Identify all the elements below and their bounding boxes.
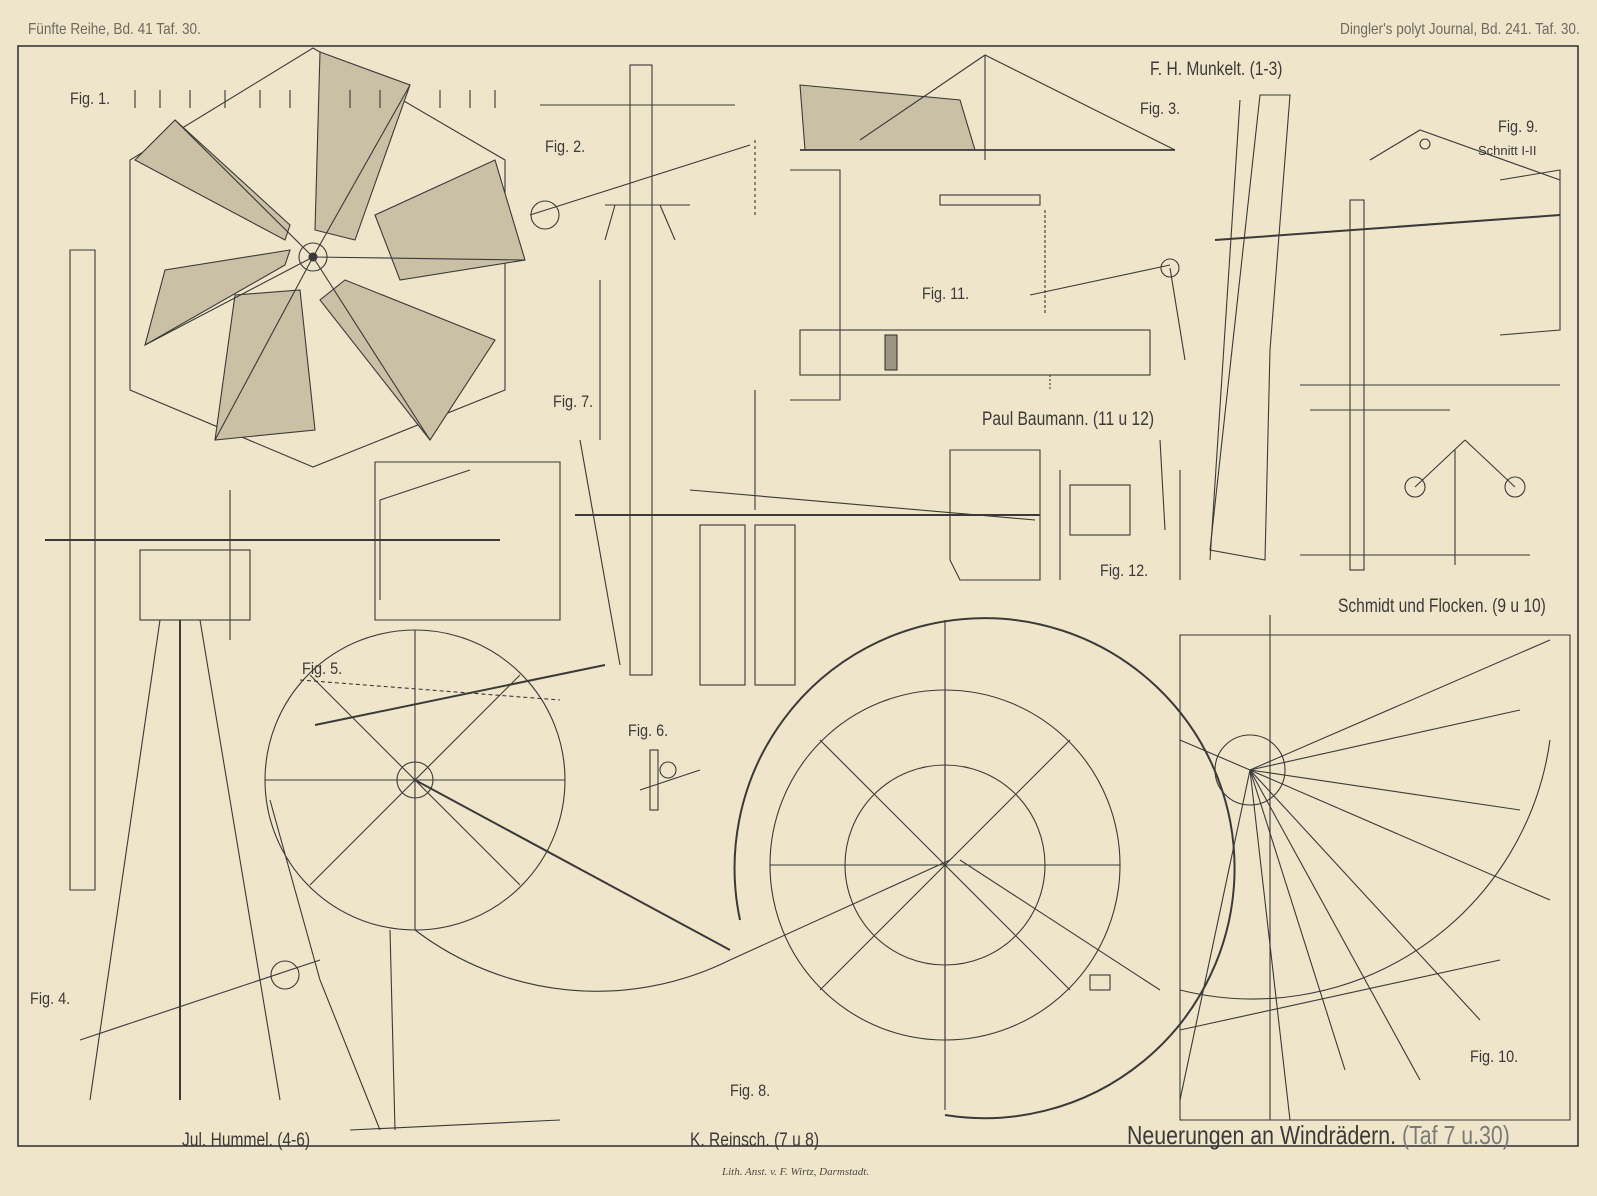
fig12 [1059, 439, 1181, 580]
fig4-side-view [45, 249, 561, 1101]
fig3-munkelt [799, 54, 1176, 315]
plate-title-ref: (Taf 7 u.30) [1401, 1120, 1510, 1150]
fig7-label: Fig. 7. [553, 392, 594, 411]
maker-baumann: Paul Baumann. (11 u 12) [982, 409, 1155, 430]
fig12-label: Fig. 12. [1100, 561, 1149, 580]
maker-munkelt: F. H. Munkelt. (1-3) [1150, 59, 1283, 80]
plate-title-main: Neuerungen an Windrädern. [1127, 1120, 1397, 1150]
maker-hummel: Jul. Hummel. (4-6) [182, 1130, 311, 1151]
fig2-mechanism [529, 64, 756, 676]
fig1-label: Fig. 1. [70, 89, 111, 108]
fig9-section-label: Schnitt I-II [1478, 143, 1537, 158]
fig2-label: Fig. 2. [545, 137, 586, 156]
fig8-reinsch-wheel [729, 617, 1236, 1120]
fig5-label: Fig. 5. [302, 659, 343, 678]
fig6 [639, 749, 701, 811]
fig9-schmidt [1209, 94, 1561, 571]
lithographer-credit: Lith. Anst. v. F. Wirtz, Darmstadt. [722, 1166, 869, 1178]
fig1-hexagon-wheel [129, 47, 526, 468]
fig9-label: Fig. 9. [1498, 117, 1539, 136]
fig5-hummel-wheel [264, 629, 731, 1131]
plate-border [17, 45, 1579, 1147]
fig10-schmidt-wheel [1179, 615, 1571, 1121]
header-left: Fünfte Reihe, Bd. 41 Taf. 30. [28, 21, 201, 38]
fig10-label: Fig. 10. [1470, 1047, 1519, 1066]
fig4-label: Fig. 4. [30, 989, 71, 1008]
plate-title: Neuerungen an Windrädern. (Taf 7 u.30) [1127, 1122, 1510, 1148]
maker-reinsch: K. Reinsch. (7 u 8) [690, 1130, 820, 1151]
fig6-label: Fig. 6. [628, 721, 669, 740]
fig11-label: Fig. 11. [922, 284, 970, 303]
fig3-label: Fig. 3. [1140, 99, 1181, 118]
header-right: Dingler's polyt Journal, Bd. 241. Taf. 3… [1340, 21, 1580, 38]
fig11-baumann [790, 169, 1186, 401]
maker-schmidt: Schmidt und Flocken. (9 u 10) [1338, 596, 1546, 617]
fig7-vane [575, 280, 1041, 686]
fig8-label: Fig. 8. [730, 1081, 771, 1100]
